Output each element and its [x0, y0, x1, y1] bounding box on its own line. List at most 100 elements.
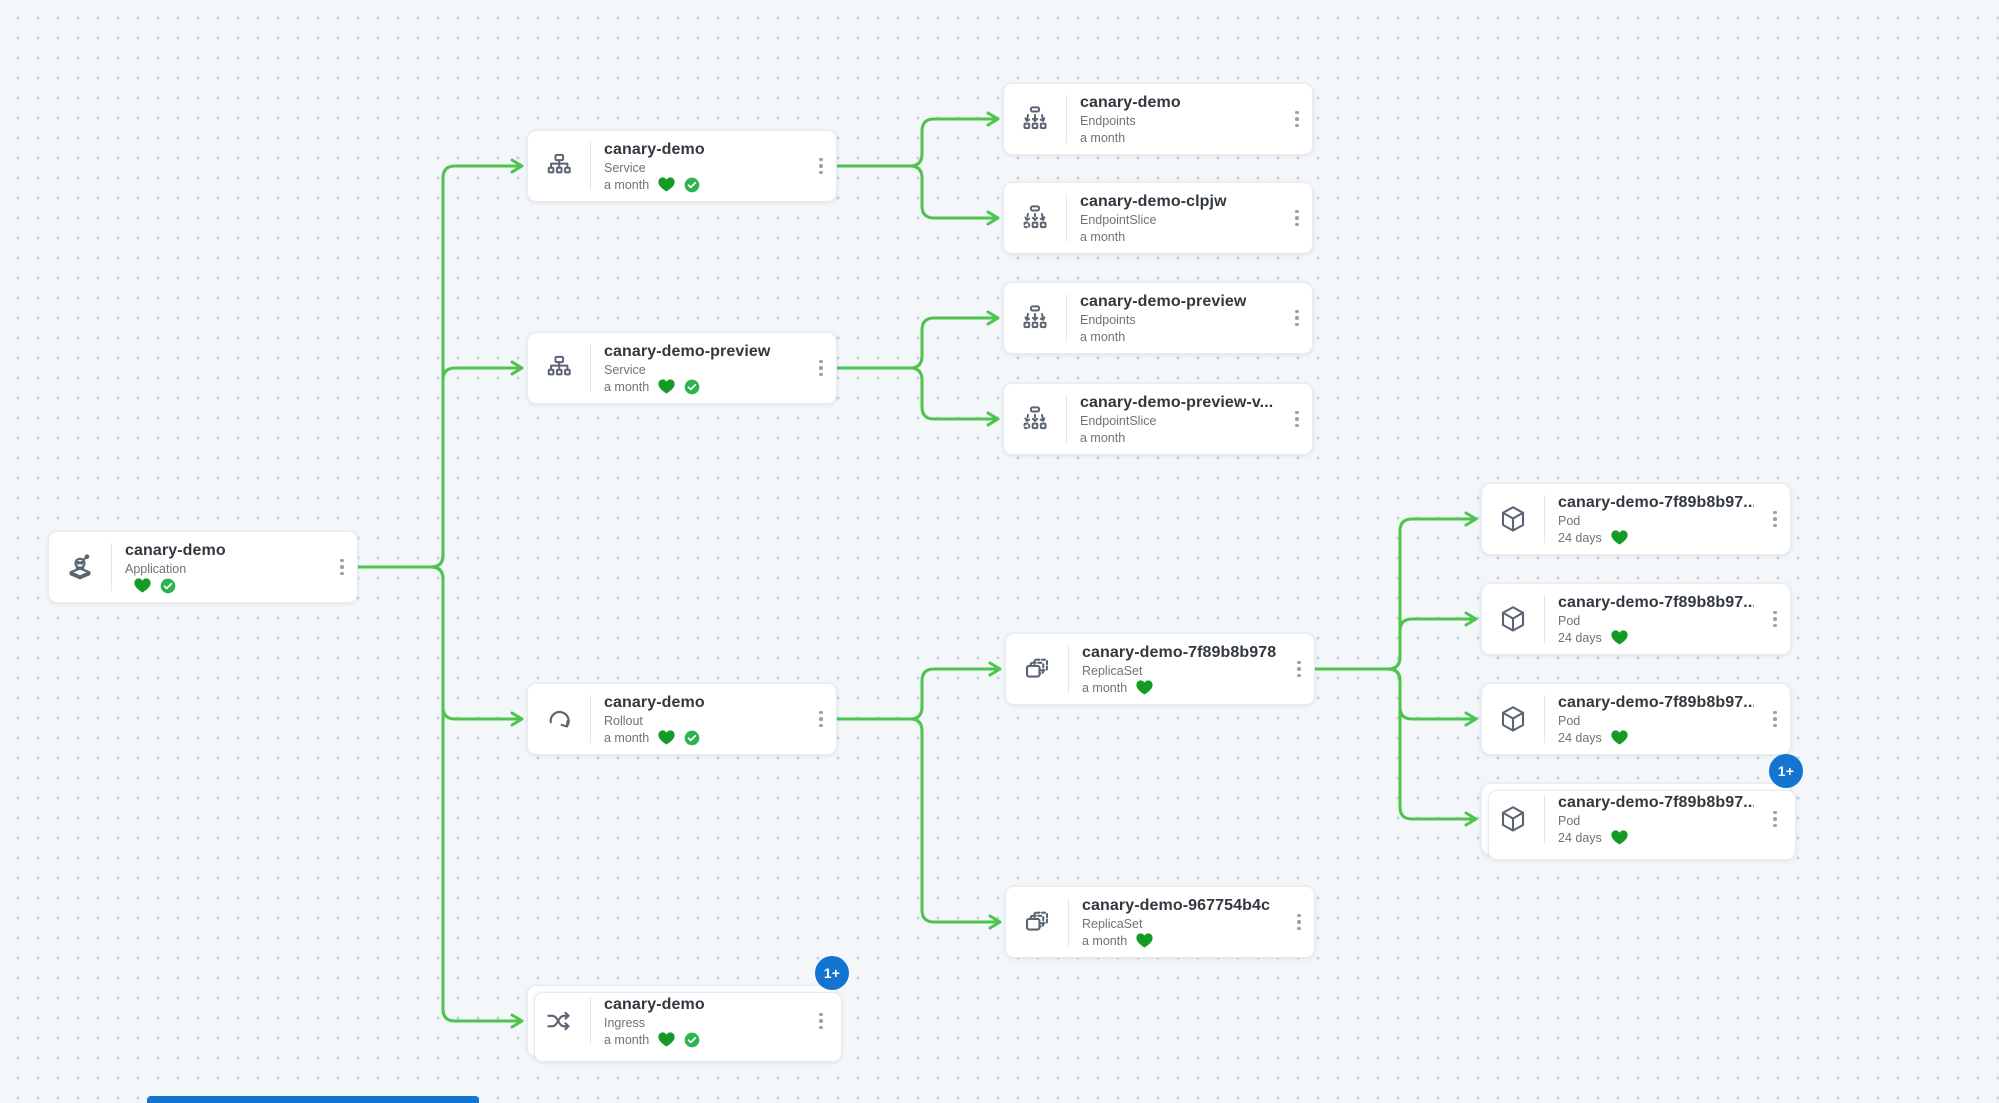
resource-meta: a month: [1082, 933, 1278, 949]
kebab-menu-icon[interactable]: [1282, 84, 1312, 154]
horizontal-scrollbar-thumb[interactable]: [147, 1096, 479, 1103]
check-circle-icon: [684, 177, 700, 193]
resource-node-application[interactable]: canary-demo Application: [48, 531, 358, 603]
resource-node-pod[interactable]: canary-demo-7f89b8b97... Pod 24 days 1+: [1481, 754, 1803, 860]
resource-text: canary-demo-preview Endpoints a month: [1067, 284, 1282, 353]
divider: [1066, 395, 1067, 443]
resource-age: a month: [604, 730, 650, 745]
resource-name: canary-demo-7f89b8b97...: [1558, 493, 1754, 511]
resource-name: canary-demo-preview-v...: [1080, 393, 1274, 411]
resource-node-replicaset[interactable]: canary-demo-967754b4c ReplicaSet a month: [1005, 886, 1315, 958]
endpointslice-icon: [1004, 405, 1066, 433]
resource-meta: a month: [604, 379, 800, 395]
resource-text: canary-demo Ingress a month: [591, 987, 806, 1056]
check-circle-icon: [160, 578, 176, 594]
heart-icon: [658, 730, 675, 745]
kebab-menu-icon[interactable]: [806, 333, 836, 403]
divider: [1068, 898, 1069, 946]
resource-text: canary-demo-7f89b8b97... Pod 24 days: [1545, 485, 1760, 554]
kebab-menu-icon[interactable]: [1284, 887, 1314, 957]
resource-node-rollout[interactable]: canary-demo Rollout a month: [527, 683, 837, 755]
resource-node-endpoints[interactable]: canary-demo Endpoints a month: [1003, 83, 1313, 155]
resource-age: a month: [604, 1032, 650, 1047]
more-items-badge[interactable]: 1+: [815, 956, 849, 990]
heart-icon: [1611, 830, 1628, 845]
resource-age: a month: [604, 379, 650, 394]
resource-age: a month: [604, 177, 650, 192]
resource-age: a month: [1080, 430, 1126, 445]
resource-node-service[interactable]: canary-demo Service a month: [527, 130, 837, 202]
endpoints-icon: [1004, 105, 1066, 133]
resource-meta: 24 days: [1558, 530, 1754, 546]
pod-icon: [1482, 704, 1544, 734]
resource-node-pod[interactable]: canary-demo-7f89b8b97... Pod 24 days: [1481, 583, 1791, 655]
resource-node-replicaset[interactable]: canary-demo-7f89b8b978 ReplicaSet a mont…: [1005, 633, 1315, 705]
resource-name: canary-demo-preview: [1080, 292, 1247, 310]
kebab-menu-icon[interactable]: [327, 532, 357, 602]
resource-meta: a month: [1080, 130, 1276, 146]
kebab-menu-icon[interactable]: [1282, 283, 1312, 353]
pod-icon: [1482, 604, 1544, 634]
kebab-menu-icon[interactable]: [1284, 634, 1314, 704]
resource-age: a month: [1082, 933, 1128, 948]
resource-kind: ReplicaSet: [1082, 916, 1143, 931]
resource-age: a month: [1080, 329, 1126, 344]
resource-meta: a month: [1080, 229, 1276, 245]
kebab-menu-icon[interactable]: [1760, 484, 1790, 554]
kebab-menu-icon[interactable]: [1760, 784, 1790, 854]
resource-node-endpointslice[interactable]: canary-demo-preview-v... EndpointSlice a…: [1003, 383, 1313, 455]
heart-icon: [658, 177, 675, 192]
resource-name: canary-demo: [604, 140, 705, 158]
resource-text: canary-demo-preview Service a month: [591, 334, 806, 403]
resource-kind: Endpoints: [1080, 312, 1136, 327]
heart-icon: [1611, 530, 1628, 545]
resource-name: canary-demo: [604, 995, 705, 1013]
resource-node-pod[interactable]: canary-demo-7f89b8b97... Pod 24 days: [1481, 683, 1791, 755]
resource-meta: a month: [1080, 329, 1276, 345]
resource-kind: Application: [125, 561, 187, 576]
resource-text: canary-demo-clpjw EndpointSlice a month: [1067, 184, 1282, 253]
divider: [590, 142, 591, 190]
check-circle-icon: [684, 379, 700, 395]
resource-kind: Pod: [1558, 813, 1581, 828]
resource-text: canary-demo-7f89b8b978 ReplicaSet a mont…: [1069, 635, 1284, 704]
resource-kind: Ingress: [604, 1015, 645, 1030]
resource-node-ingress[interactable]: canary-demo Ingress a month 1+: [527, 956, 849, 1062]
resource-node-endpointslice[interactable]: canary-demo-clpjw EndpointSlice a month: [1003, 182, 1313, 254]
heart-icon: [1611, 630, 1628, 645]
application-icon: [49, 552, 111, 582]
heart-icon: [1136, 933, 1153, 948]
resource-name: canary-demo-7f89b8b97...: [1558, 693, 1754, 711]
resource-node-service[interactable]: canary-demo-preview Service a month: [527, 332, 837, 404]
resource-text: canary-demo-preview-v... EndpointSlice a…: [1067, 385, 1282, 454]
resource-age: 24 days: [1558, 730, 1602, 745]
ingress-icon: [528, 1006, 590, 1036]
resource-text: canary-demo-7f89b8b97... Pod 24 days: [1545, 685, 1760, 754]
resource-kind: Pod: [1558, 513, 1581, 528]
resource-meta: a month: [1080, 430, 1276, 446]
kebab-menu-icon[interactable]: [1760, 584, 1790, 654]
kebab-menu-icon[interactable]: [806, 986, 836, 1056]
resource-meta: a month: [604, 177, 800, 193]
resource-kind: Service: [604, 362, 646, 377]
divider: [1544, 595, 1545, 643]
pod-icon: [1482, 804, 1544, 834]
replicaset-icon: [1006, 907, 1068, 937]
kebab-menu-icon[interactable]: [1282, 183, 1312, 253]
resource-name: canary-demo-7f89b8b97...: [1558, 593, 1754, 611]
resource-text: canary-demo-967754b4c ReplicaSet a month: [1069, 888, 1284, 957]
kebab-menu-icon[interactable]: [1760, 684, 1790, 754]
resource-name: canary-demo-7f89b8b97...: [1558, 793, 1754, 811]
resource-name: canary-demo-7f89b8b978: [1082, 643, 1277, 661]
kebab-menu-icon[interactable]: [806, 131, 836, 201]
resource-node-endpoints[interactable]: canary-demo-preview Endpoints a month: [1003, 282, 1313, 354]
kebab-menu-icon[interactable]: [806, 684, 836, 754]
more-items-badge[interactable]: 1+: [1769, 754, 1803, 788]
divider: [590, 344, 591, 392]
resource-meta: 24 days: [1558, 730, 1754, 746]
resource-age: a month: [1080, 130, 1126, 145]
resource-age: 24 days: [1558, 630, 1602, 645]
kebab-menu-icon[interactable]: [1282, 384, 1312, 454]
resource-node-pod[interactable]: canary-demo-7f89b8b97... Pod 24 days: [1481, 483, 1791, 555]
divider: [1066, 294, 1067, 342]
